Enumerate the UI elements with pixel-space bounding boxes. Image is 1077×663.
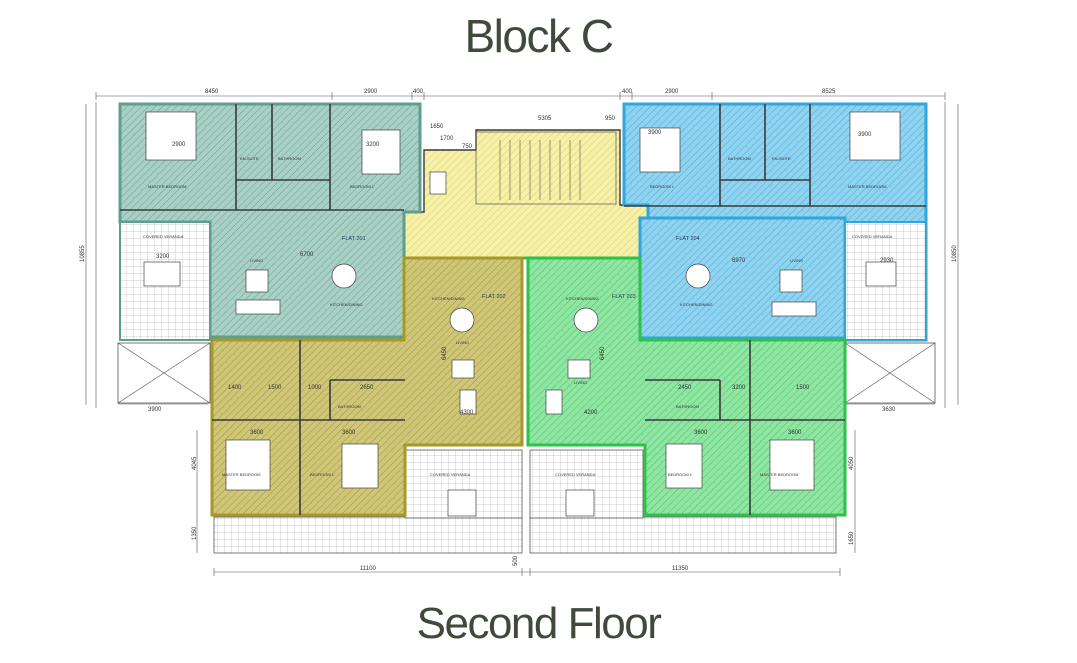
core-stair-lift <box>403 129 649 259</box>
f201-veranda: COVERED VERANDA <box>143 234 184 239</box>
f202-bathroom: BATHROOM <box>338 404 361 409</box>
dim-right-bottom: 1650 <box>849 531 855 545</box>
f203-living: LIVING <box>574 380 587 385</box>
dim-core-2: 750 <box>462 144 473 150</box>
f201-dim-4: 3200 <box>156 254 170 260</box>
f203-dim-2: 4200 <box>584 410 598 416</box>
f204-veranda: COVERED VERANDA <box>852 234 893 239</box>
f203-bathroom: BATHROOM <box>676 404 699 409</box>
f204-master-bedroom: MASTER BEDROOM <box>848 184 886 189</box>
flat-203 <box>524 256 847 517</box>
f204-en-suite: EN-SUITE <box>772 156 791 161</box>
f202-dim-5: 1000 <box>308 385 322 391</box>
f202-dim-8: 3600 <box>342 430 356 436</box>
dim-top-5: 2900 <box>665 89 679 95</box>
dim-right: 10850 <box>952 245 958 262</box>
dim-veranda-2: 3630 <box>882 407 896 413</box>
dim-top-1: 8450 <box>205 89 219 95</box>
dim-bottom-3: 11350 <box>672 566 689 572</box>
f204-bedroom-1: BEDROOM 1 <box>650 184 675 189</box>
f201-dim-2: 3200 <box>366 142 380 148</box>
f204-dim-2: 3900 <box>858 132 872 138</box>
f203-kitchen: KITCHEN/DINING <box>566 296 599 301</box>
f202-veranda: COVERED VERANDA <box>430 472 471 477</box>
flat-202 <box>210 256 524 517</box>
dim-left-lower: 4045 <box>192 456 198 470</box>
f203-dim-3: 2450 <box>678 385 692 391</box>
f202-kitchen: KITCHEN/DINING <box>432 296 465 301</box>
f202-dim-4: 1500 <box>268 385 282 391</box>
f202-dim-6: 2650 <box>360 385 374 391</box>
f202-dim-7: 3600 <box>250 430 264 436</box>
floor-title: Second Floor <box>416 599 662 648</box>
f201-bathroom: BATHROOM <box>278 156 301 161</box>
f202-dim-2: 4300 <box>460 410 474 416</box>
dim-core-5: 1650 <box>430 124 444 130</box>
dimension-lines <box>85 92 959 576</box>
dim-bottom-1: 11100 <box>360 566 376 572</box>
f202-dim-3: 1400 <box>228 385 242 391</box>
f201-dim-3: 6700 <box>300 252 314 258</box>
f203-bedroom-1: BEDROOM 1 <box>668 472 693 477</box>
side-dimension-labels: 10855 10850 4045 4050 1350 1650 <box>80 245 958 545</box>
f203-dim-1: 6450 <box>600 346 606 360</box>
f203-master-bedroom: MASTER BEDROOM <box>760 472 798 477</box>
f204-dim-3: 6970 <box>732 258 746 264</box>
f201-en-suite: EN-SUITE <box>240 156 259 161</box>
flat-204-label: FLAT 204 <box>676 236 700 242</box>
dim-left-bottom: 1350 <box>192 526 198 540</box>
dim-core-3: 5305 <box>538 116 552 122</box>
f201-dim-1: 2900 <box>172 142 186 148</box>
f201-living: LIVING <box>250 258 263 263</box>
f204-dim-4: 2930 <box>880 258 894 264</box>
f203-veranda: COVERED VERANDA <box>555 472 596 477</box>
f204-dim-1: 3900 <box>648 130 662 136</box>
f202-dim-1: 6450 <box>442 346 448 360</box>
f202-living: LIVING <box>456 340 469 345</box>
flat-203-label: FLAT 203 <box>612 294 636 300</box>
f201-bedroom-1: BEDROOM 1 <box>350 184 375 189</box>
f203-dim-7: 3600 <box>788 430 802 436</box>
flat-204 <box>622 102 928 342</box>
dim-top-3: 400 <box>413 89 424 95</box>
f204-living: LIVING <box>790 258 803 263</box>
f203-dim-5: 1500 <box>796 385 810 391</box>
dim-top-4: 400 <box>622 89 633 95</box>
dim-top-6: 8525 <box>822 89 836 95</box>
f203-dim-4: 3200 <box>732 385 746 391</box>
block-title: Block C <box>464 10 614 62</box>
f202-bedroom-1: BEDROOM 1 <box>310 472 335 477</box>
f204-kitchen: KITCHEN/DINING <box>680 302 713 307</box>
f201-master-bedroom: MASTER BEDROOM <box>148 184 186 189</box>
top-dimension-labels: 8450 2900 400 400 2900 8525 1700 750 530… <box>205 89 836 150</box>
dim-core-1: 1700 <box>440 136 454 142</box>
dim-right-lower: 4050 <box>849 456 855 470</box>
dim-core-4: 950 <box>605 116 616 122</box>
f202-master-bedroom: MASTER BEDROOM <box>222 472 260 477</box>
veranda-furniture <box>143 261 897 517</box>
flat-202-label: FLAT 202 <box>482 294 506 300</box>
dim-top-2: 2900 <box>364 89 378 95</box>
f201-kitchen: KITCHEN/DINING <box>330 302 363 307</box>
dim-veranda-1: 3900 <box>148 407 162 413</box>
dim-left: 10855 <box>80 245 86 262</box>
flat-201-label: FLAT 201 <box>342 236 366 242</box>
dim-bottom-2: 500 <box>513 555 519 566</box>
f203-dim-6: 3600 <box>694 430 708 436</box>
flat-201 <box>118 102 422 341</box>
f204-bathroom: BATHROOM <box>728 156 751 161</box>
